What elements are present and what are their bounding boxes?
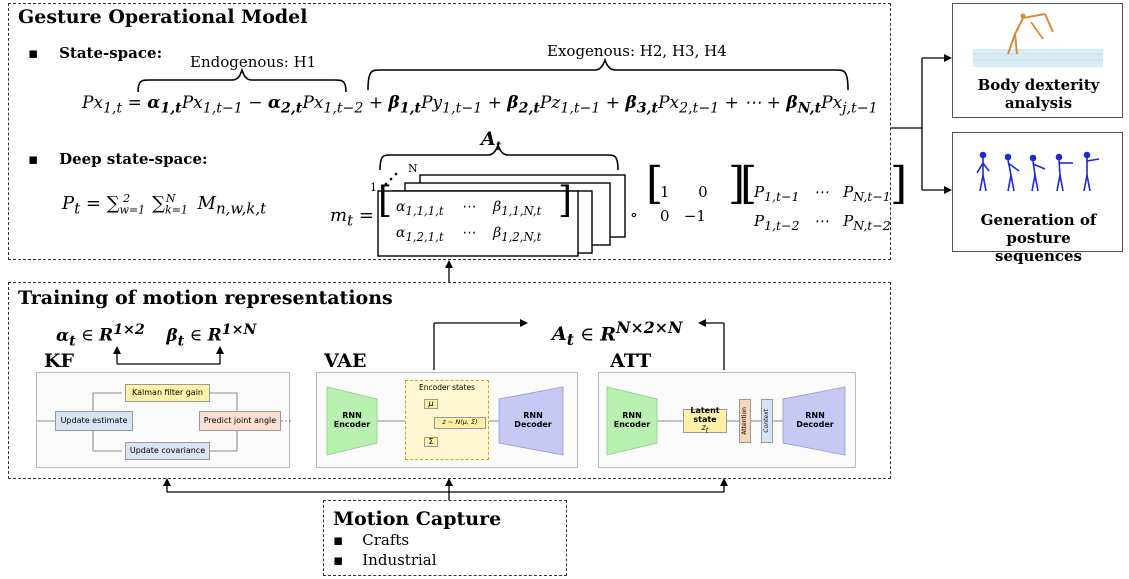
dexterity-figure [973,13,1103,67]
kalman-gain-box: Kalman filter gain [125,384,210,402]
p-matrix: [ P1,t−1 ⋯ PN,t−1 P1,t−2 ⋯ PN,t−2 ] [740,158,908,234]
update-estimate-box: Update estimate [55,411,133,431]
dexterity-label: Body dexterity analysis [977,76,1100,112]
mt-label: mt = [330,205,374,230]
encoder-states-label: Encoder states [419,383,475,392]
att-encoder-label: RNN Encoder [613,411,651,429]
vae-decoder-label: RNN Decoder [514,411,552,429]
exogenous-label: Exogenous: H2, H3, H4 [547,42,727,60]
capture-item-crafts: ▪ Crafts [333,531,410,549]
mu-box: μ [424,399,438,409]
gesture-model-box [8,3,891,260]
att-decoder-label: RNN Decoder [796,411,834,429]
vae-encoder-label: RNN Encoder [333,411,371,429]
sign-matrix: [ 1 0 0 −1 ] [646,158,746,226]
motion-capture-box [323,500,567,576]
capture-item-industrial: ▪ Industrial [333,551,437,569]
dexterity-box: Body dexterity analysis [952,3,1123,118]
hadamard-operator: ∘ [630,205,638,224]
sequences-box: Generation of posture sequences [952,132,1123,265]
endogenous-label: Endogenous: H1 [190,53,317,71]
vae-label: VAE [324,350,367,372]
state-space-equation: Px1,t = α1,tPx1,t−1 − α2,tPx1,t−2 + β1,t… [82,93,878,117]
att-label: ATT [610,350,652,372]
z-sample-box: z ~ N(μ, Σ) [434,417,486,429]
front-matrix: [ α1,1,1,t ⋯ β1,1,N,t α1,2,1,t ⋯ β1,2,N,… [378,180,573,244]
training-title: Training of motion representations [18,287,393,309]
sequences-label: Generation of posture sequences [980,211,1097,265]
bullet-state-space: ▪ State-space: [28,44,163,62]
bullet-deep-state-space: ▪ Deep state-space: [28,150,208,168]
motion-capture-title: Motion Capture [333,508,502,530]
posture-sequence-figure [976,151,1100,192]
vae-panel: RNN Encoder RNN Decoder Encoder states μ… [316,372,578,468]
encoder-states-box: Encoder states μ z ~ N(μ, Σ) Σ [405,380,489,460]
update-covariance-box: Update covariance [125,442,210,460]
deep-state-space-label: Deep state-space [59,150,202,168]
alpha-beta-label: αt ∈ R1×2 βt ∈ R1×N [56,322,257,350]
attention-box: Attention [739,399,751,443]
gesture-model-title: Gesture Operational Model [18,6,308,28]
kf-label: KF [44,350,75,372]
one-index-label: 1 [370,181,377,194]
kf-panel: Kalman filter gain Update estimate Predi… [36,372,291,468]
training-box [8,282,891,479]
n-index-label: N [408,162,418,175]
a-t-dimension-label: At ∈ RN×2×N [552,318,683,350]
context-box: Context [761,399,773,443]
state-space-label: State-space [59,44,157,62]
a-t-label: At [481,128,502,153]
sigma-box: Σ [424,437,438,447]
predict-angle-box: Predict joint angle [199,411,281,431]
